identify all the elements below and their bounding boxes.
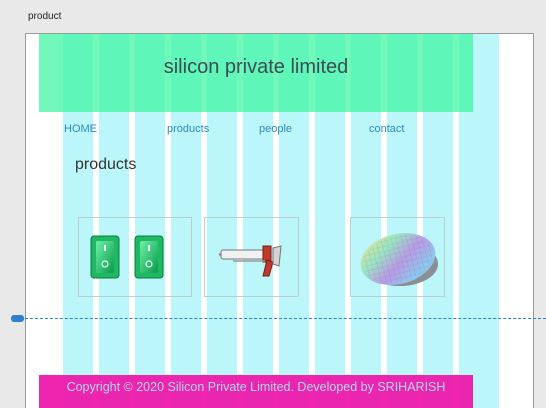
caulking-gun-icon	[219, 245, 282, 277]
rocker-switches-icon	[90, 235, 164, 279]
product-card-switches[interactable]	[78, 217, 192, 297]
nav-link-people[interactable]: people	[259, 123, 293, 135]
ruler-guide-line[interactable]	[20, 318, 546, 319]
site-title: silicon private limited	[163, 56, 349, 78]
product-card-wafer[interactable]	[350, 217, 445, 297]
nav-link-products[interactable]: products	[167, 123, 210, 135]
artboard-label[interactable]: product	[28, 11, 62, 22]
header-banner	[39, 34, 473, 112]
footer-copyright: Copyright © 2020 Silicon Private Limited…	[66, 380, 446, 394]
nav-link-home[interactable]: HOME	[64, 123, 97, 135]
nav-link-contact[interactable]: contact	[369, 123, 405, 135]
silicon-wafer-icon	[360, 233, 438, 286]
section-title: products	[75, 156, 137, 173]
product-card-caulking-gun[interactable]	[204, 217, 299, 297]
artboard[interactable]: silicon private limited HOME products pe…	[25, 33, 534, 408]
guide-handle[interactable]	[11, 315, 24, 322]
footer-bar	[39, 375, 473, 408]
